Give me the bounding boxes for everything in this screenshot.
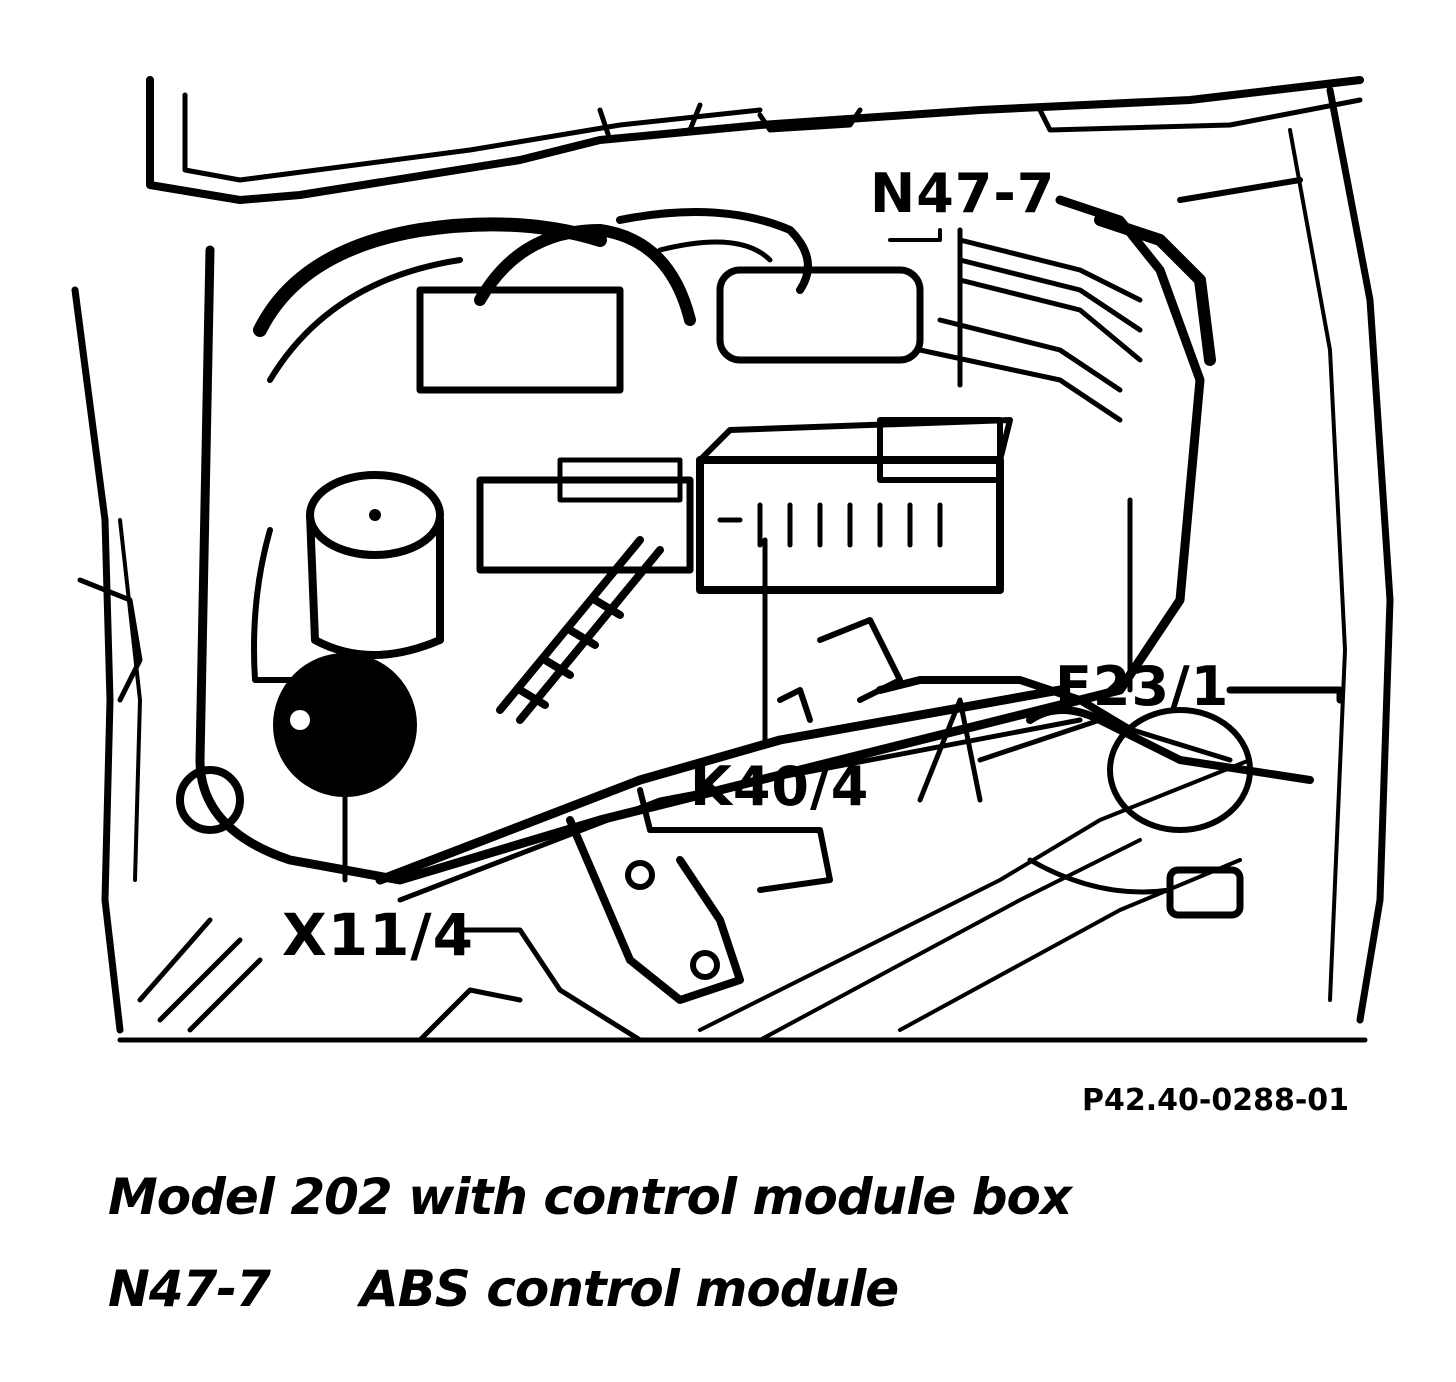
- callout-n47-7: N47-7: [870, 162, 1055, 225]
- engine-compartment-outline: [195, 195, 1205, 885]
- callout-x11-4: X11/4: [282, 901, 474, 969]
- control-module-box: [696, 456, 1004, 594]
- right-fender: [1326, 86, 1394, 1024]
- caption-title: Model 202 with control module box: [108, 1168, 1072, 1226]
- bracket-arm: [375, 685, 1065, 885]
- reservoir-body: [306, 511, 444, 659]
- fuse-bracket: [876, 676, 1134, 734]
- left-fender: [71, 286, 124, 1034]
- legend-row: N47-7 ABS control module: [108, 1260, 899, 1318]
- legend-description: ABS control module: [360, 1260, 899, 1318]
- figure-id: P42.40-0288-01: [1082, 1083, 1349, 1118]
- hood-inner-edge: [182, 92, 763, 183]
- callout-f23-1: F23/1: [1055, 655, 1229, 718]
- legend-code: N47-7: [108, 1260, 271, 1318]
- hood-edge: [146, 76, 1364, 204]
- callout-k40-4: K40/4: [690, 755, 869, 818]
